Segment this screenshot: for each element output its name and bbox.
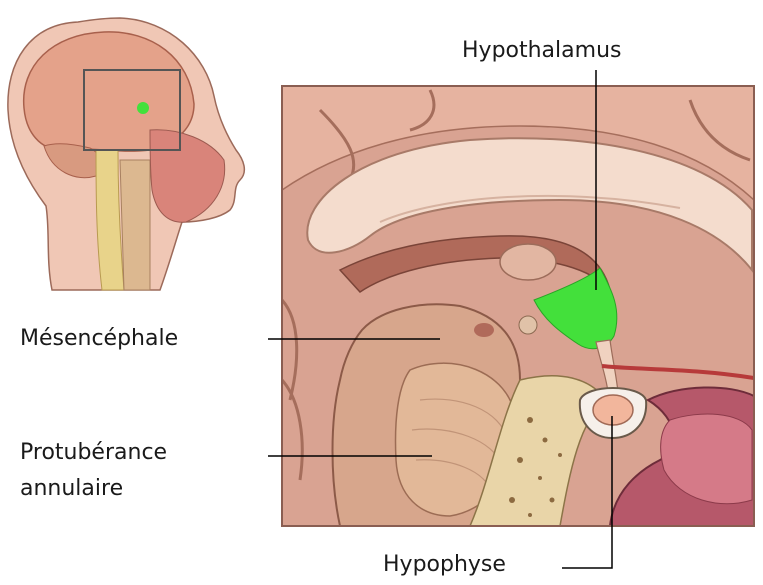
head-thumbnail <box>8 18 244 290</box>
mammillary-body <box>519 316 537 334</box>
main-section-view <box>282 86 754 526</box>
label-hypothalamus: Hypothalamus <box>462 36 621 66</box>
label-mesencephale: Mésencéphale <box>20 324 178 354</box>
label-protuberance-line1: Protubérance <box>20 438 167 468</box>
midbrain-spot <box>474 323 494 337</box>
thumb-vertebrae <box>120 160 150 290</box>
pituitary-gland <box>593 395 633 425</box>
label-protuberance-line2: annulaire <box>20 474 123 504</box>
thalamus <box>500 244 556 280</box>
label-hypophyse: Hypophyse <box>383 550 506 580</box>
thumb-hypothalamus-dot <box>137 102 149 114</box>
